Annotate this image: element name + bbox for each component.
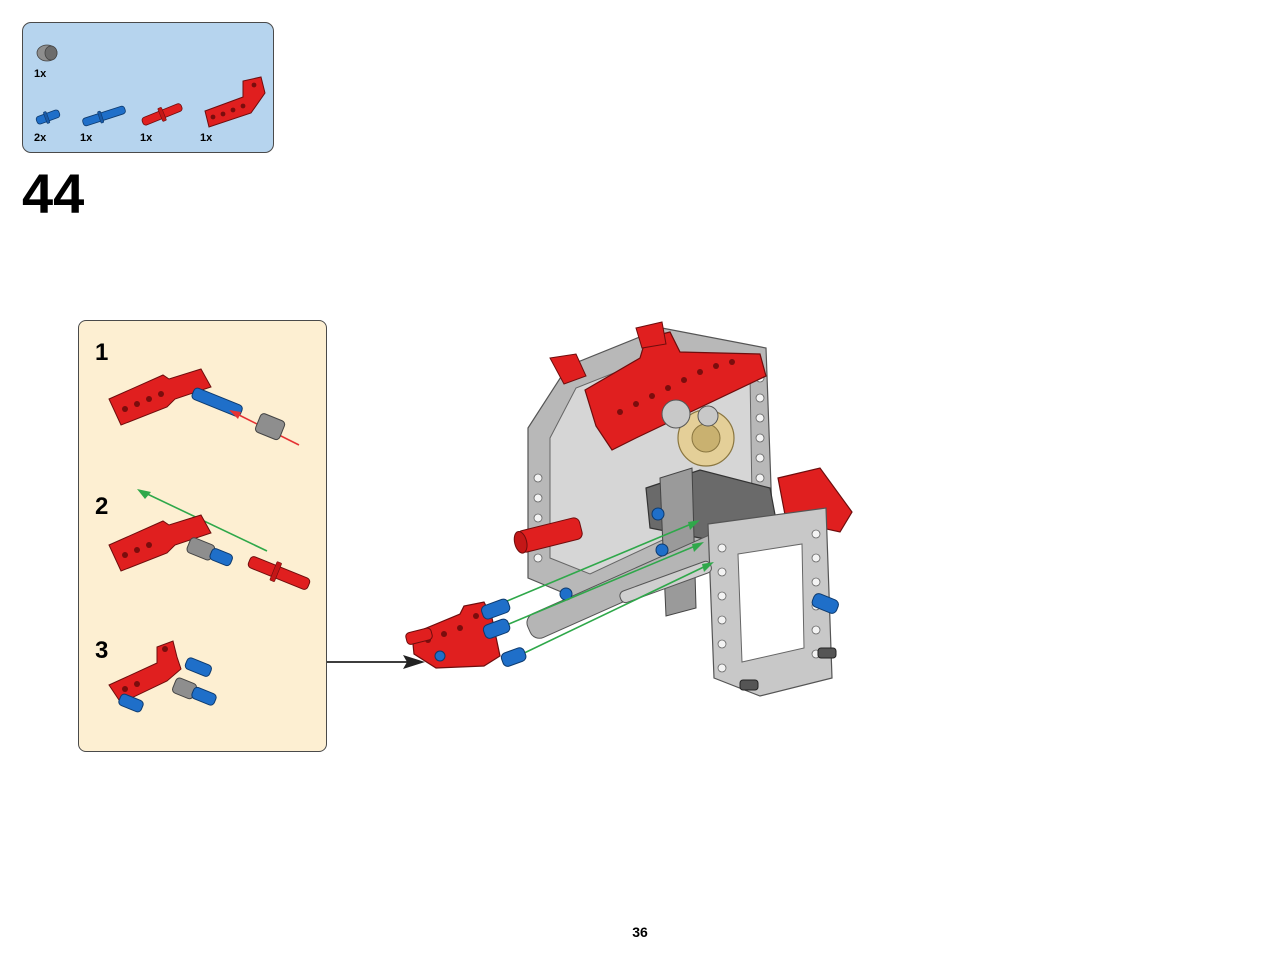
substep-3-illustration <box>108 640 217 713</box>
gray-bush-icon <box>36 44 58 62</box>
blue-long-pin-icon <box>82 105 126 127</box>
part-qty: 1x <box>34 68 47 80</box>
substep-2-illustration <box>108 489 311 590</box>
part-qty: 1x <box>140 132 153 144</box>
blue-axle-pin-icon <box>35 109 61 125</box>
part-qty: 2x <box>34 132 47 144</box>
parts-list-callout: 1x 2x 1x 1x 1x <box>22 22 274 153</box>
substep-number: 2 <box>95 493 109 520</box>
substep-1-illustration <box>108 368 300 446</box>
substep-number: 1 <box>95 339 109 366</box>
main-model-illustration <box>405 321 853 697</box>
part-qty: 1x <box>80 132 93 144</box>
callout-arrow-icon <box>327 655 425 669</box>
page-number: 36 <box>632 924 648 940</box>
substep-number: 3 <box>95 637 109 664</box>
step-number: 44 <box>22 162 85 225</box>
subassembly-callout: 1 2 3 <box>78 320 327 752</box>
part-qty: 1x <box>200 132 213 144</box>
red-axle-pin-icon <box>141 103 183 126</box>
red-angled-beam-icon <box>204 76 266 128</box>
